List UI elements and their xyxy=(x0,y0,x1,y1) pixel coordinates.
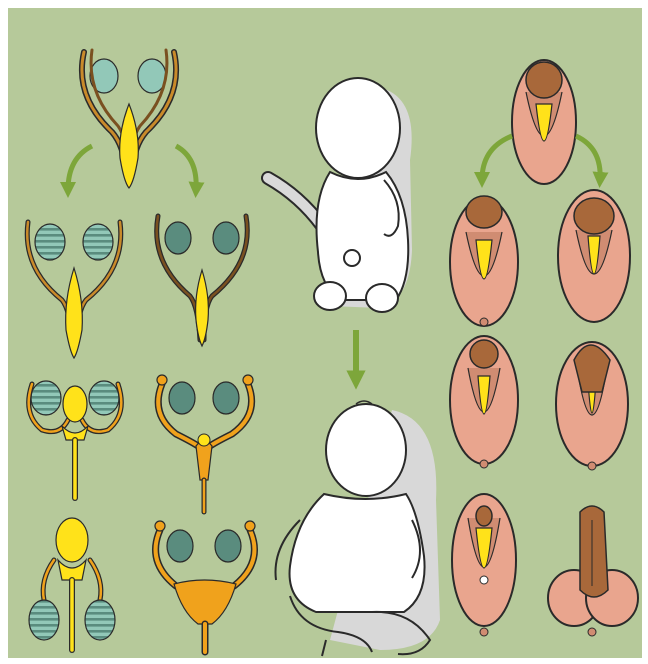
indifferent-genital-tubercle xyxy=(512,60,576,184)
external-stage-1 xyxy=(450,196,518,326)
external-stage-1 xyxy=(558,190,630,322)
